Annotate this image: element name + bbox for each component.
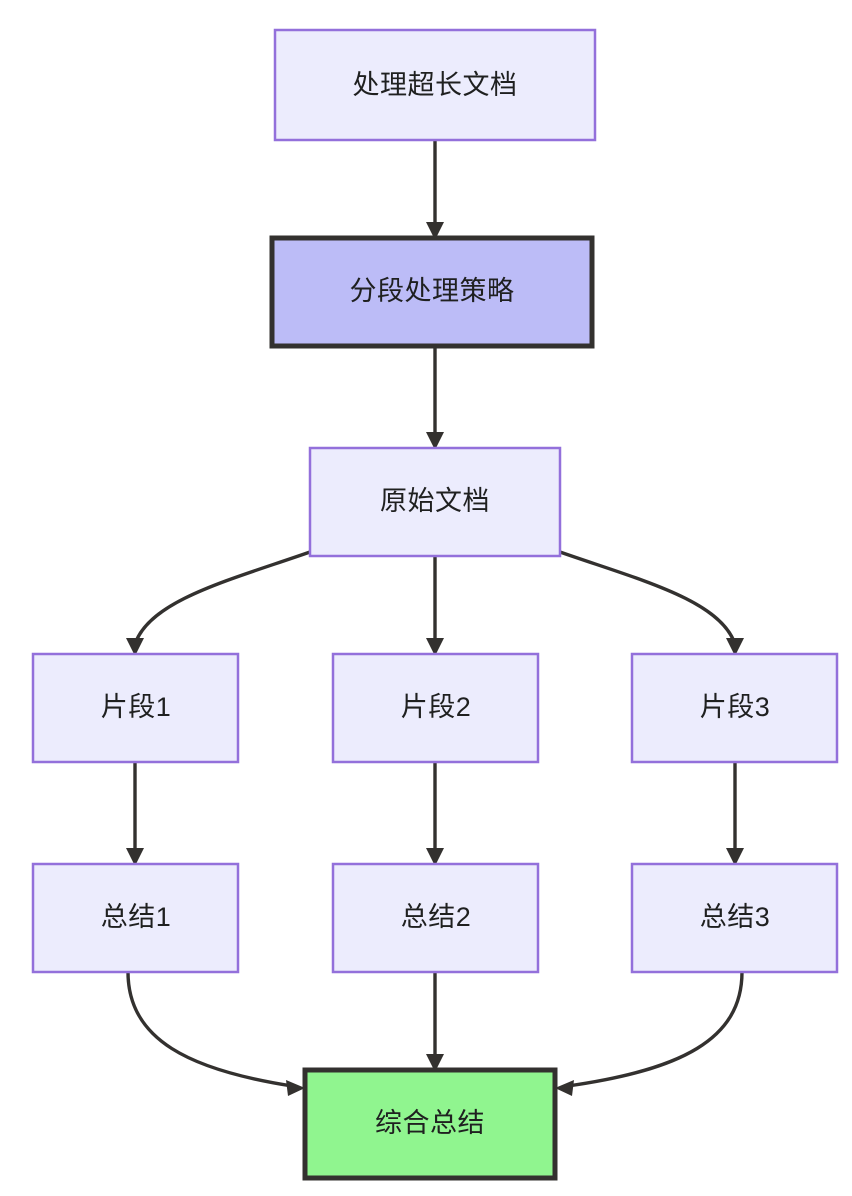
node-label: 总结1	[101, 902, 172, 932]
edge-n9-n10	[555, 971, 744, 1096]
edge-n2-n3	[426, 346, 444, 450]
edge-n7-n10	[126, 971, 305, 1096]
edge-n6-n9	[726, 762, 744, 866]
node-layer: 处理超长文档 分段处理策略 原始文档 片段1 片段2 片段3	[31, 28, 839, 1181]
node-box	[630, 862, 839, 974]
edge-n8-n10	[426, 972, 444, 1072]
node-label: 分段处理策略	[350, 276, 515, 306]
node-label: 总结2	[401, 902, 472, 932]
node-label: 片段3	[700, 692, 771, 722]
node-label: 处理超长文档	[353, 70, 518, 100]
node-box	[331, 652, 540, 764]
node-comprehensive-summary[interactable]: 综合总结	[302, 1067, 558, 1181]
node-summary-2[interactable]: 总结2	[331, 862, 540, 974]
node-box	[31, 652, 240, 764]
node-summary-3[interactable]: 总结3	[630, 862, 839, 974]
edge-n3-n4	[126, 550, 311, 656]
edge-n5-n8	[426, 762, 444, 866]
node-box	[273, 28, 597, 142]
edge-n3-n5	[426, 556, 444, 656]
node-label: 总结3	[700, 902, 771, 932]
node-summary-1[interactable]: 总结1	[31, 862, 240, 974]
edge-layer	[126, 140, 744, 1096]
node-fragment-1[interactable]: 片段1	[31, 652, 240, 764]
node-chunking-strategy[interactable]: 分段处理策略	[269, 235, 595, 349]
node-box	[331, 862, 540, 974]
node-box	[302, 1067, 558, 1181]
node-fragment-3[interactable]: 片段3	[630, 652, 839, 764]
node-label: 片段2	[401, 692, 472, 722]
node-label: 原始文档	[380, 486, 490, 516]
node-process-long-document[interactable]: 处理超长文档	[273, 28, 597, 142]
edge-n1-n2	[426, 140, 444, 240]
node-label: 综合总结	[375, 1108, 485, 1138]
node-box	[269, 235, 595, 349]
node-box	[308, 446, 562, 558]
node-box	[630, 652, 839, 764]
edge-n3-n6	[559, 550, 744, 656]
node-source-document[interactable]: 原始文档	[308, 446, 562, 558]
edge-n4-n7	[126, 762, 144, 866]
node-fragment-2[interactable]: 片段2	[331, 652, 540, 764]
node-label: 片段1	[101, 692, 172, 722]
node-box	[31, 862, 240, 974]
